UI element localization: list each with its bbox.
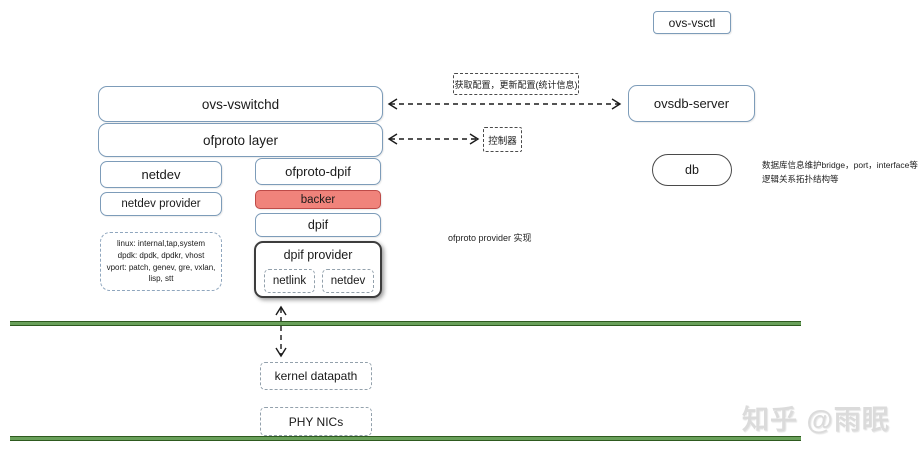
arrow-vswitchd-ovsdb	[387, 98, 622, 110]
node-dpif-provider-label: dpif provider	[283, 248, 353, 262]
node-kernel-datapath-label: kernel datapath	[274, 369, 358, 383]
node-ovsdb-server-label: ovsdb-server	[653, 96, 730, 111]
annotation-db-note-line2: 逻辑关系拓扑结构等	[762, 173, 839, 184]
node-ovs-vswitchd: ovs-vswitchd	[98, 86, 383, 122]
node-dpif-provider: dpif provider netlink netdev	[254, 241, 382, 298]
annotation-port-types-line4: lisp, stt	[148, 274, 174, 284]
node-phy-nics-label: PHY NICs	[288, 414, 344, 429]
node-controller-label: 控制器	[488, 135, 517, 147]
node-netdev: netdev	[100, 161, 222, 188]
node-ovs-vsctl: ovs-vsctl	[653, 11, 731, 34]
node-dpif-netdev: netdev	[322, 269, 374, 293]
node-netdev-provider: netdev provider	[100, 192, 222, 216]
node-dpif-netlink: netlink	[264, 269, 315, 293]
arrow-ofproto-controller	[387, 133, 480, 145]
node-db-label: db	[685, 163, 699, 177]
kernel-boundary-bar-bottom	[10, 436, 801, 441]
annotation-config-flow-label: 获取配置，更新配置(统计信息)	[454, 79, 578, 90]
node-backer-label: backer	[300, 193, 336, 206]
annotation-db-note: 数据库信息维护bridge，port，interface等 逻辑关系拓扑结构等	[762, 159, 918, 186]
kernel-boundary-bar-top	[10, 321, 801, 326]
node-dpif: dpif	[255, 213, 381, 237]
node-ofproto-dpif-label: ofproto-dpif	[285, 164, 351, 179]
annotation-port-types-line1: linux: internal,tap,system	[116, 239, 206, 249]
node-ovs-vswitchd-label: ovs-vswitchd	[201, 96, 280, 112]
node-ofproto-layer: ofproto layer	[98, 123, 383, 157]
annotation-port-types-line3: vport: patch, genev, gre, vxlan,	[106, 262, 216, 272]
node-netdev-label: netdev	[141, 167, 181, 182]
node-netdev-provider-label: netdev provider	[121, 198, 201, 210]
node-ovsdb-server: ovsdb-server	[628, 85, 755, 122]
node-ovs-vsctl-label: ovs-vsctl	[668, 15, 716, 30]
node-ofproto-layer-label: ofproto layer	[202, 132, 279, 148]
node-dpif-netlink-label: netlink	[272, 275, 307, 287]
node-ofproto-dpif: ofproto-dpif	[255, 158, 381, 185]
annotation-config-flow: 获取配置，更新配置(统计信息)	[453, 73, 579, 95]
annotation-db-note-line1: 数据库信息维护bridge，port，interface等	[762, 160, 918, 170]
node-dpif-netdev-label: netdev	[330, 275, 366, 287]
watermark: 知乎 @雨眠	[742, 405, 890, 435]
arrow-dpif-kernel	[275, 305, 287, 358]
node-phy-nics: PHY NICs	[260, 407, 372, 436]
node-dpif-label: dpif	[307, 218, 329, 232]
node-backer: backer	[255, 190, 381, 209]
annotation-port-types: linux: internal,tap,system dpdk: dpdk, d…	[100, 232, 222, 291]
node-controller: 控制器	[483, 127, 522, 152]
node-db: db	[652, 154, 732, 186]
annotation-ofproto-provider: ofproto provider 实现	[448, 233, 532, 243]
node-kernel-datapath: kernel datapath	[260, 362, 372, 390]
annotation-port-types-line2: dpdk: dpdk, dpdkr, vhost	[117, 250, 205, 260]
